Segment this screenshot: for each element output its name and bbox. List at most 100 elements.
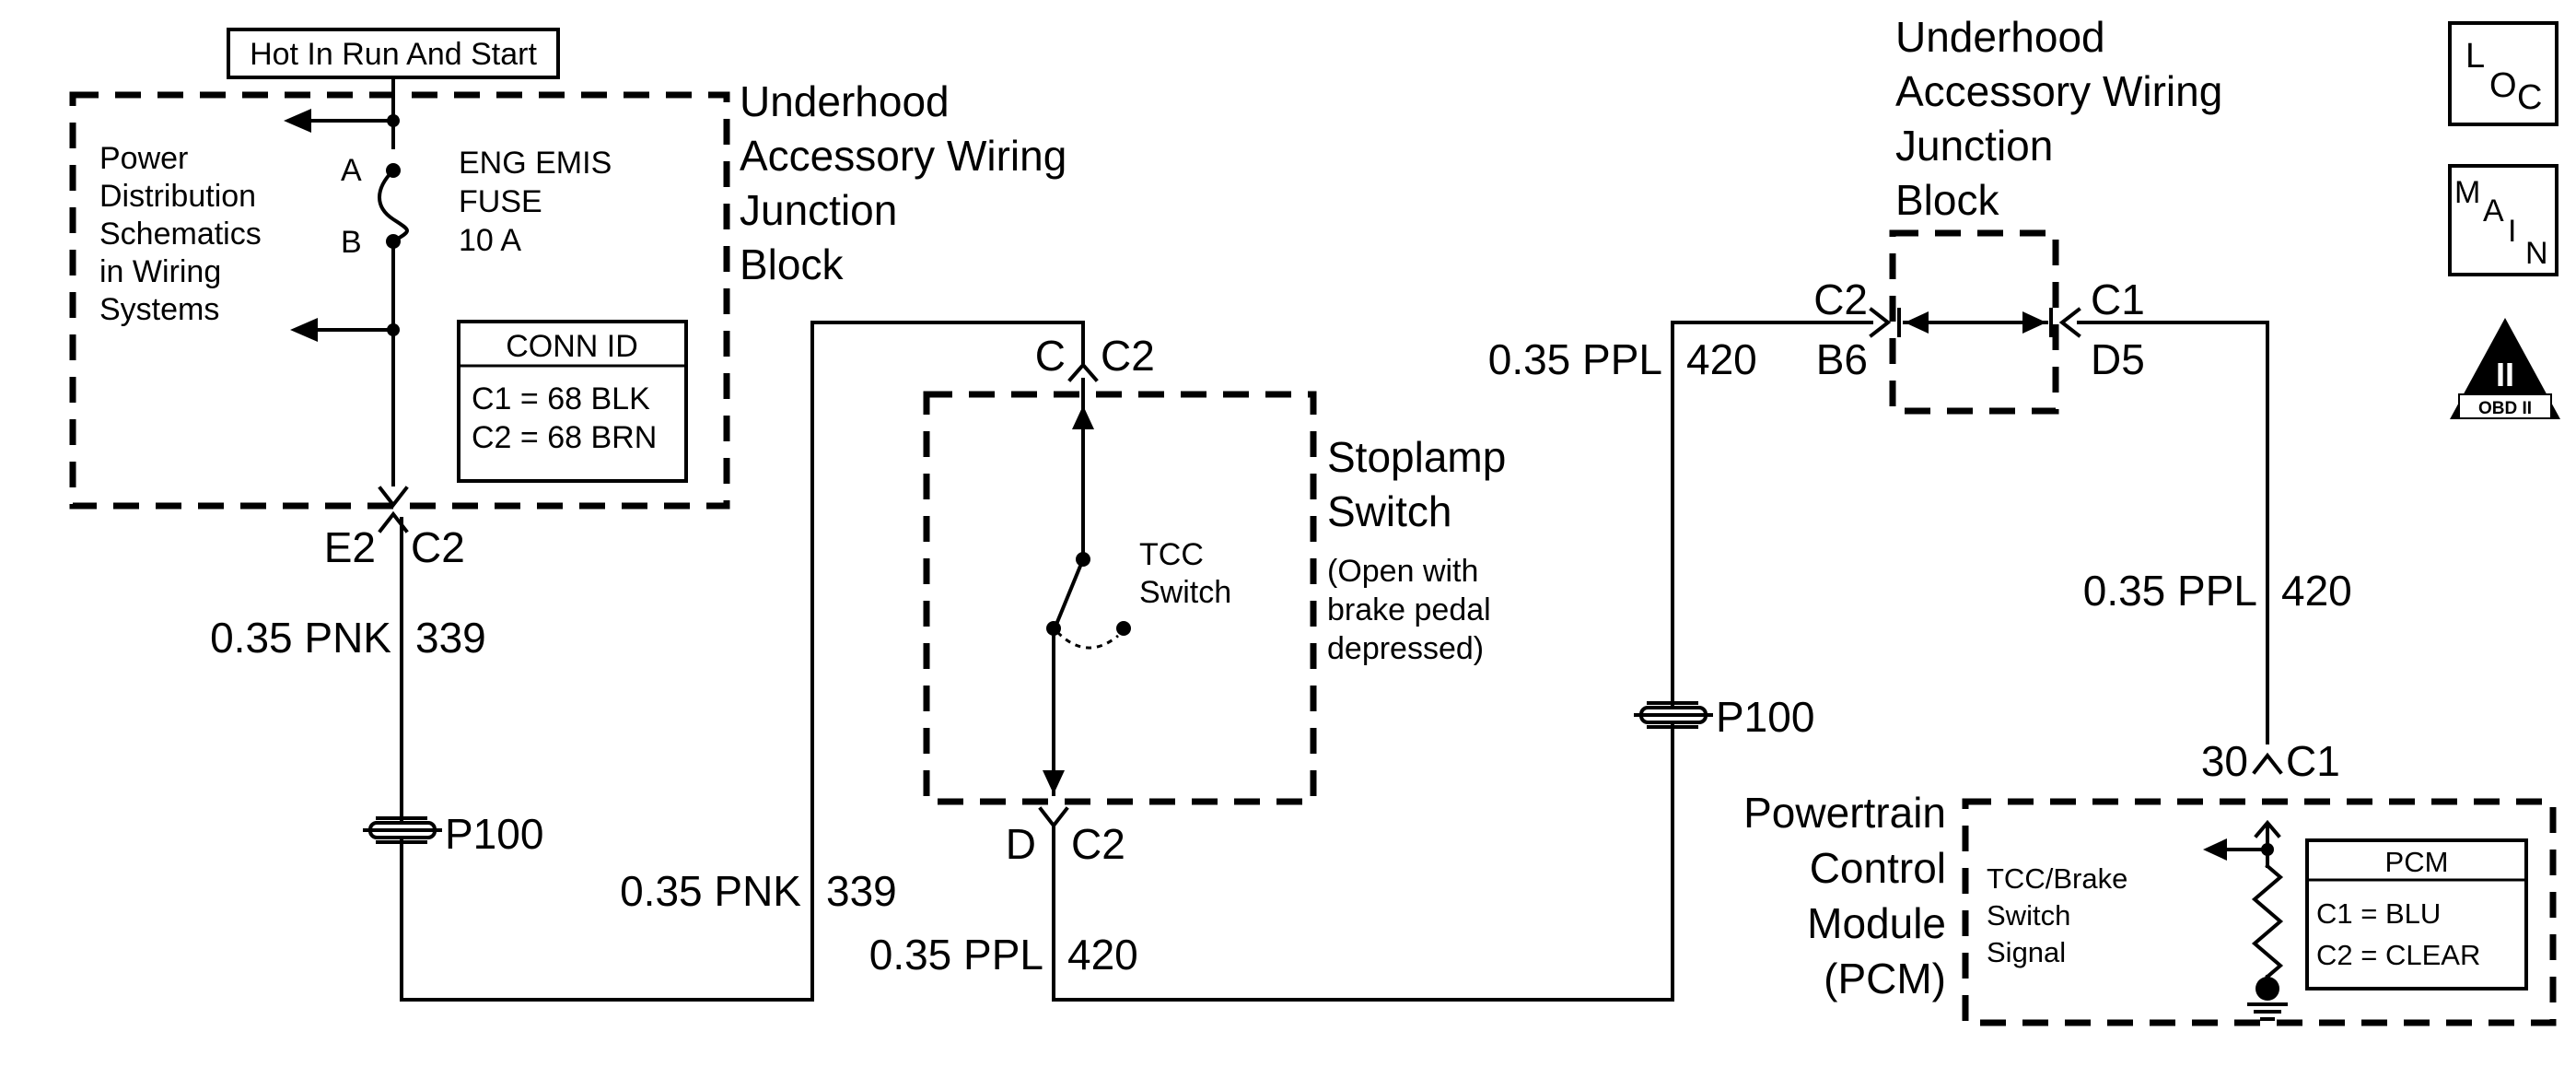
- junction-block-right: Underhood Accessory Wiring Junction Bloc…: [1813, 13, 2222, 415]
- power-dist-label-1: Power: [99, 141, 188, 176]
- pcm-title-3: Module: [1807, 899, 1946, 947]
- stoplamp-note-1: (Open with: [1327, 554, 1478, 589]
- stoplamp-conn-bottom: C2: [1071, 820, 1125, 868]
- tcc-switch-travel-arc: [1055, 630, 1119, 650]
- fuse-pin-b: B: [341, 225, 362, 260]
- splice-p100-left: P100: [363, 810, 543, 858]
- stoplamp-switch: C C2 Stoplamp Switch (Open with brake pe…: [923, 332, 1506, 868]
- wire-420-circuit-1: 420: [1067, 931, 1138, 979]
- pcm-pin-30: 30: [2201, 737, 2248, 785]
- pcm-signal-label-1: TCC/Brake: [1987, 862, 2127, 895]
- obd-ii-label: OBD II: [2478, 399, 2532, 418]
- tcc-switch-label-2: Switch: [1139, 575, 1231, 610]
- resistor-icon: [2251, 863, 2284, 979]
- connector-e2-conn: C2: [411, 523, 465, 571]
- connector-chevron-icon: [1038, 806, 1069, 829]
- fuse-pin-a: A: [341, 153, 362, 188]
- pcm-conn-box: [2305, 838, 2528, 990]
- stoplamp-title-2: Switch: [1327, 487, 1451, 535]
- pcm-box-c2: C2 = CLEAR: [2316, 939, 2480, 971]
- obd-ii-icon[interactable]: II OBD II: [2450, 318, 2560, 419]
- ground-node-icon: [2255, 977, 2279, 1001]
- tcc-switch-label-1: TCC: [1139, 537, 1204, 572]
- connector-chevron-icon: [2252, 752, 2283, 775]
- junction-block-right-title-1: Underhood: [1895, 13, 2105, 61]
- junction-right-pin-d5: D5: [2091, 335, 2145, 383]
- power-dist-label-5: Systems: [99, 292, 219, 327]
- obd-ii-numeral: II: [2496, 356, 2514, 393]
- junction-right-conn-c2: C2: [1813, 275, 1868, 323]
- stoplamp-conn-top: C2: [1101, 332, 1155, 380]
- pcm-outline: [1962, 798, 2557, 1026]
- fuse-label-3: 10 A: [459, 223, 521, 258]
- wire-420-circuit-2: 420: [1686, 335, 1757, 383]
- stoplamp-pin-d: D: [1006, 820, 1036, 868]
- main-icon[interactable]: M A I N: [2448, 164, 2559, 276]
- pcm-title-4: (PCM): [1824, 955, 1946, 1002]
- wire-420-gauge-3: 0.35 PPL: [2083, 567, 2257, 615]
- conn-id-title: CONN ID: [506, 329, 638, 364]
- wire-420-gauge-1: 0.35 PPL: [869, 931, 1043, 979]
- tcc-switch-blade: [1053, 557, 1086, 629]
- conn-id-c1: C1 = 68 BLK: [472, 381, 650, 416]
- pcm-signal-label-3: Signal: [1987, 936, 2066, 968]
- junction-block-right-title-3: Junction: [1895, 122, 2053, 170]
- main-icon-m: M: [2454, 175, 2480, 210]
- tcc-switch-contact-open: [1116, 621, 1131, 636]
- main-icon-a: A: [2483, 193, 2504, 229]
- junction-block-left-title-4: Block: [740, 240, 844, 288]
- junction-right-pin-b6: B6: [1816, 335, 1868, 383]
- stoplamp-title-1: Stoplamp: [1327, 433, 1506, 481]
- splice-dot: [387, 114, 400, 127]
- hot-in-run-label: Hot In Run And Start: [250, 37, 537, 72]
- connector-chevron-icon: [378, 486, 409, 509]
- splice-p100-right: P100: [1634, 693, 1814, 741]
- pcm-title-2: Control: [1810, 844, 1946, 892]
- wire-339-gauge-2: 0.35 PNK: [620, 867, 801, 915]
- wire-339-gauge-1: 0.35 PNK: [210, 614, 391, 662]
- junction-block-left-title-1: Underhood: [740, 77, 950, 125]
- arrow-up-icon: [2254, 819, 2281, 838]
- power-dist-label-3: Schematics: [99, 217, 262, 252]
- connector-chevron-icon: [2058, 307, 2081, 338]
- wire-420-circuit-3: 420: [2281, 567, 2352, 615]
- connector-chevron-icon: [1869, 307, 1892, 338]
- main-icon-n: N: [2525, 236, 2548, 271]
- arrow-left-icon: [2203, 838, 2227, 861]
- junction-block-left-title-2: Accessory Wiring: [740, 132, 1067, 180]
- pcm-signal-label-2: Switch: [1987, 899, 2070, 932]
- loc-icon-l: L: [2465, 37, 2485, 76]
- pcm-conn-c1: C1: [2286, 737, 2340, 785]
- loc-icon-o: O: [2489, 66, 2517, 105]
- stoplamp-switch-outline: [923, 391, 1317, 805]
- wire-339-circuit-2: 339: [826, 867, 897, 915]
- pcm-title-1: Powertrain: [1743, 789, 1946, 837]
- wire-420-gauge-2: 0.35 PPL: [1488, 335, 1662, 383]
- power-dist-label-2: Distribution: [99, 179, 256, 214]
- hot-in-run-label-box: Hot In Run And Start: [227, 28, 560, 79]
- arrow-down-icon: [1043, 770, 1065, 794]
- arrow-left-icon: [290, 318, 318, 342]
- splice-p100-right-label: P100: [1716, 693, 1814, 741]
- stoplamp-note-3: depressed): [1327, 631, 1484, 666]
- fuse-label-2: FUSE: [459, 184, 542, 219]
- connector-chevron-icon: [1067, 361, 1099, 382]
- junction-block-left-title-3: Junction: [740, 186, 897, 234]
- conn-id-box: [457, 320, 688, 483]
- arrow-left-icon: [284, 109, 311, 133]
- arrow-left-icon: [1905, 311, 1929, 334]
- main-icon-i: I: [2508, 214, 2516, 249]
- wire-339-circuit-1: 339: [415, 614, 486, 662]
- pcm-module: 30 C1 Powertrain Control Module (PCM) TC…: [1743, 737, 2557, 1026]
- junction-right-conn-c1: C1: [2091, 275, 2145, 323]
- loc-icon-c: C: [2517, 78, 2542, 117]
- junction-block-right-title-4: Block: [1895, 176, 1999, 224]
- arrow-right-icon: [2022, 311, 2046, 334]
- junction-block-right-title-2: Accessory Wiring: [1895, 67, 2222, 115]
- fuse-icon: [378, 168, 409, 244]
- connector-e2-pin: E2: [324, 523, 376, 571]
- loc-icon[interactable]: L O C: [2448, 21, 2559, 126]
- junction-block-left-outline: [69, 91, 730, 510]
- stoplamp-pin-c: C: [1035, 332, 1066, 380]
- junction-block-left: Underhood Accessory Wiring Junction Bloc…: [69, 76, 1067, 571]
